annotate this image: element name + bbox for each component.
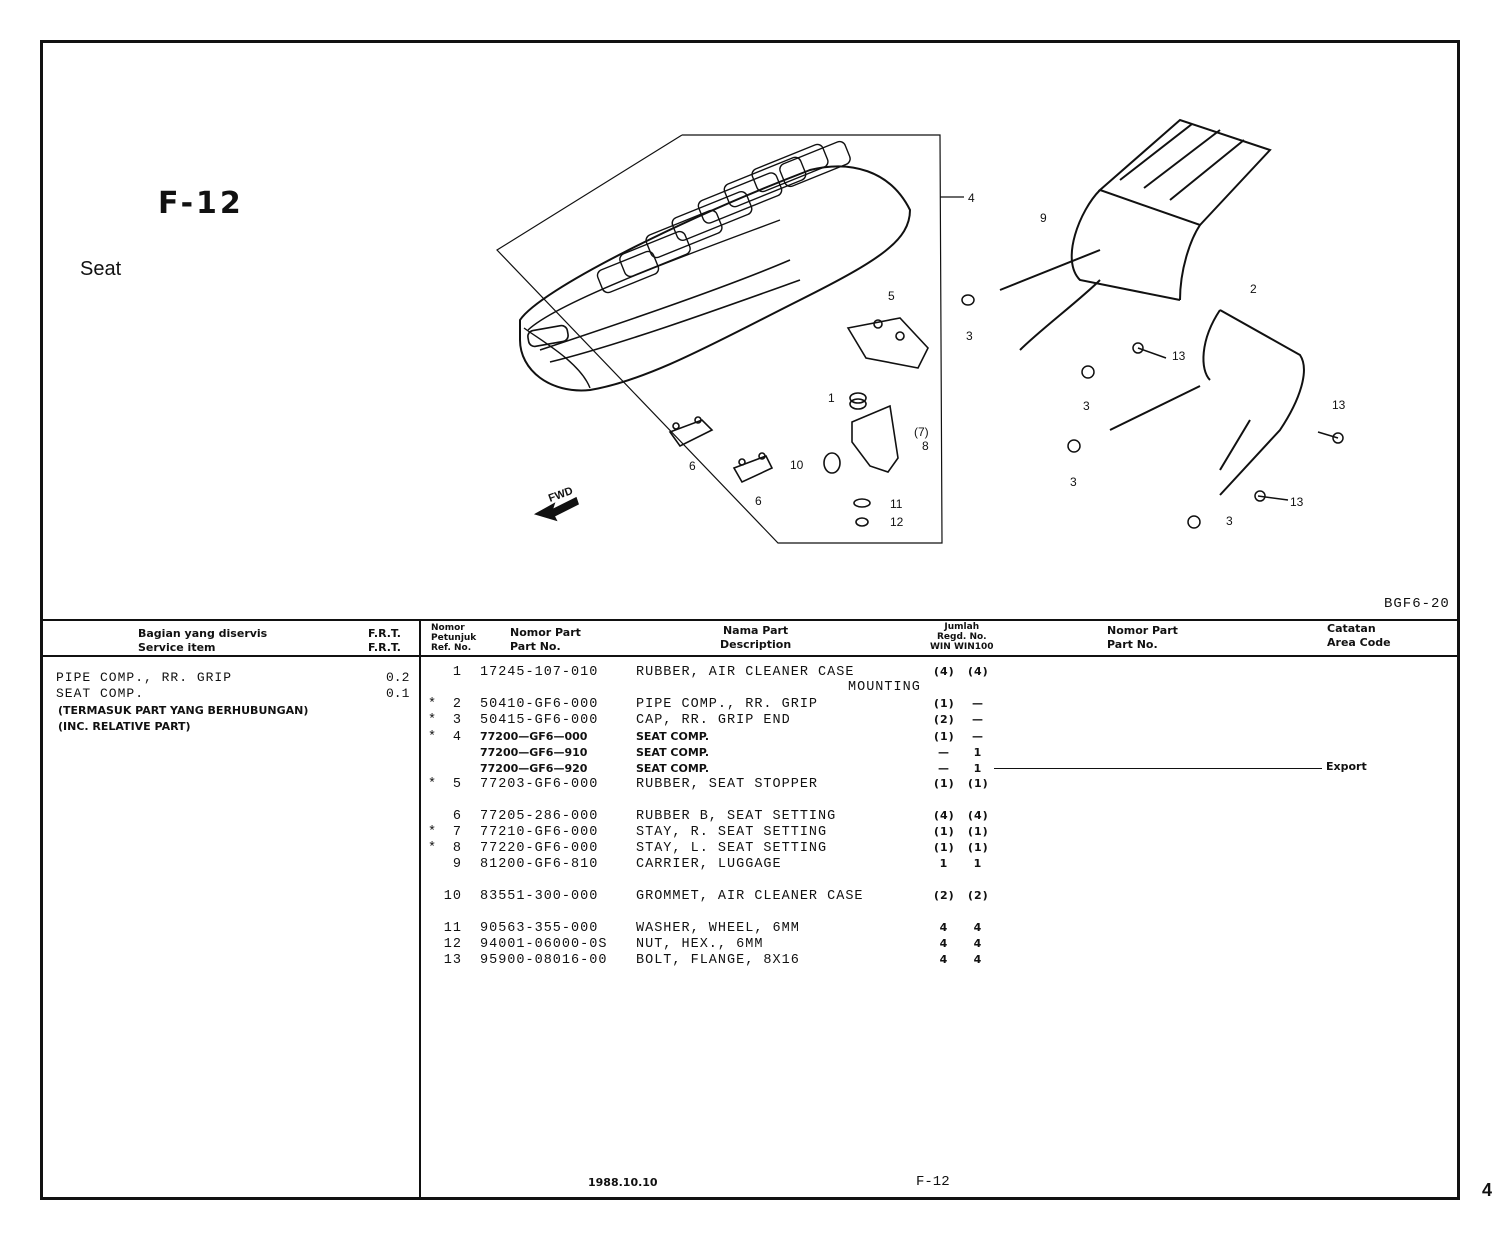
callout-6a: 6 xyxy=(689,459,696,473)
callout-10: 10 xyxy=(790,458,804,472)
callout-13a: 13 xyxy=(1172,349,1186,363)
callout-13b: 13 xyxy=(1332,398,1346,412)
callout-7: (7) xyxy=(914,425,929,439)
footer-page-code: F-12 xyxy=(916,1174,950,1190)
callout-3d: 3 xyxy=(1226,514,1233,528)
exploded-parts-diagram: 1 2 3 3 3 3 4 5 6 6 (7) 8 9 10 11 12 13 … xyxy=(496,118,1346,544)
table-top-rule xyxy=(42,619,1460,621)
callout-13c: 13 xyxy=(1290,495,1304,509)
callout-9: 9 xyxy=(1040,211,1047,225)
illustration-code: BGF6-20 xyxy=(1384,596,1450,612)
callout-4: 4 xyxy=(968,191,975,205)
export-note: Export xyxy=(1326,760,1367,773)
section-code: F-12 xyxy=(158,186,244,221)
callout-12: 12 xyxy=(890,515,904,529)
header-frt: F.R.T.F.R.T. xyxy=(368,627,401,654)
export-leader-line xyxy=(994,768,1322,769)
callout-3b: 3 xyxy=(1083,399,1090,413)
footer-date: 1988.10.10 xyxy=(588,1176,658,1189)
service-item-2: SEAT COMP. xyxy=(56,686,145,701)
service-note-2: (INC. RELATIVE PART) xyxy=(58,720,191,733)
callout-2: 2 xyxy=(1250,282,1257,296)
table-divider xyxy=(419,619,421,1200)
callout-5: 5 xyxy=(888,289,895,303)
service-item-2-frt: 0.1 xyxy=(386,686,410,701)
section-title: Seat xyxy=(80,258,122,280)
service-note-1: (TERMASUK PART YANG BERHUBUNGAN) xyxy=(58,704,309,717)
callout-8: 8 xyxy=(922,439,929,453)
callout-3a: 3 xyxy=(966,329,973,343)
table-row: MOUNTING xyxy=(848,680,921,695)
service-item-1-frt: 0.2 xyxy=(386,670,410,685)
service-item-1: PIPE COMP., RR. GRIP xyxy=(56,670,233,685)
callout-11: 11 xyxy=(890,497,903,511)
table-header-rule xyxy=(42,655,1460,657)
page-number: 4 xyxy=(1482,1180,1493,1200)
callout-3c: 3 xyxy=(1070,475,1077,489)
callout-6b: 6 xyxy=(755,494,762,508)
callout-1: 1 xyxy=(828,391,835,405)
